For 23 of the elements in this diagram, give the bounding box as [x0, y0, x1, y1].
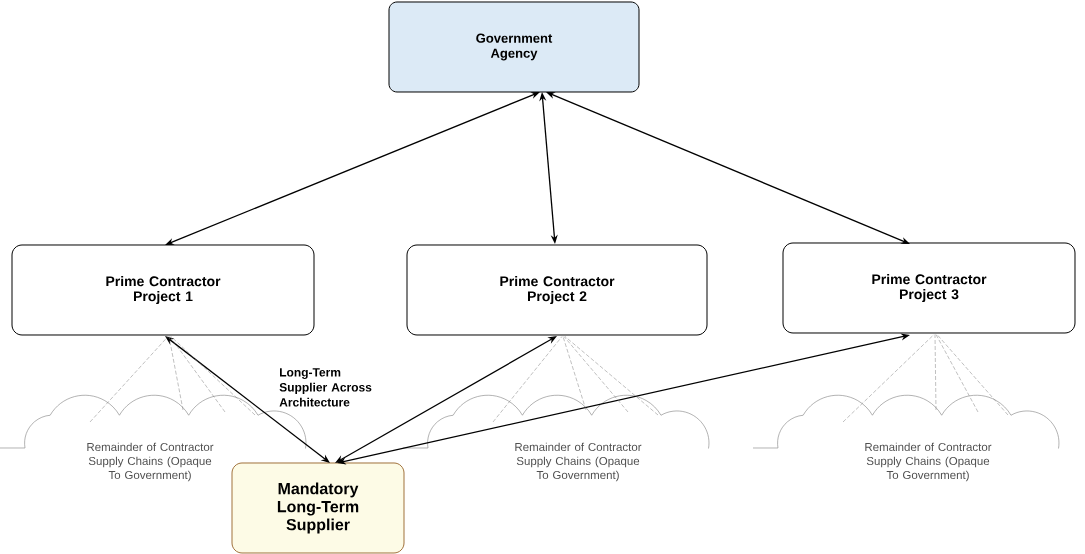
dashed-line	[170, 336, 256, 416]
cloud-label: Remainder of Contractor Supply Chains (Opaque To Government)	[515, 442, 642, 482]
supplier-box: Mandatory Long-Term Supplier	[231, 462, 405, 554]
annotation-label: Long-Term Supplier Across Architecture	[279, 368, 372, 407]
contractor-box: Prime Contractor Project 3	[782, 242, 1076, 334]
dashed-line	[564, 336, 659, 416]
arrow	[165, 336, 330, 463]
dashed-line	[842, 334, 935, 423]
cloud-label: Remainder of Contractor Supply Chains (Opaque To Government)	[865, 442, 992, 482]
dashed-line	[89, 336, 169, 423]
arrow	[335, 336, 557, 463]
dashed-line	[492, 336, 563, 423]
cloud-label: Remainder of Contractor Supply Chains (Opaque To Government)	[87, 442, 214, 482]
dashed-line	[935, 334, 979, 413]
dashed-line	[563, 336, 629, 413]
agency-box: Government Agency	[388, 1, 640, 93]
dashed-line	[169, 336, 226, 413]
dashed-line	[934, 334, 937, 411]
dashed-line	[562, 336, 587, 411]
dashed-line	[936, 334, 1009, 416]
contractor-box: Prime Contractor Project 1	[11, 244, 315, 336]
contractor-box: Prime Contractor Project 2	[406, 244, 708, 336]
dashed-line	[168, 336, 184, 411]
